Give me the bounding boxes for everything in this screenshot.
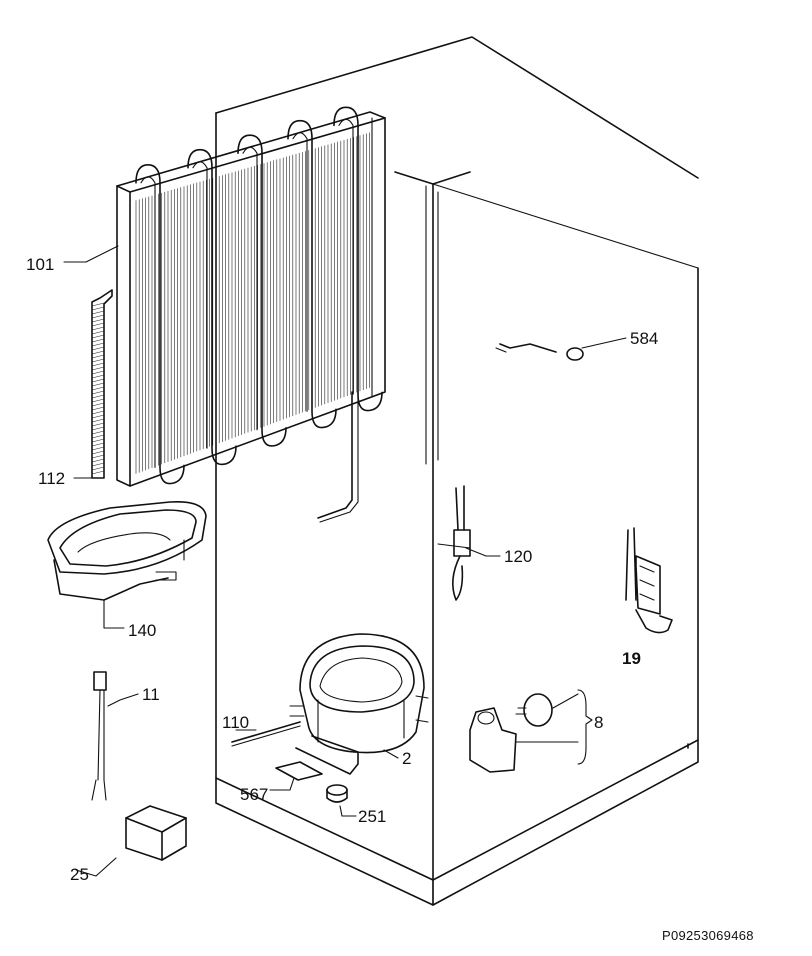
- power-cable-19: [625, 527, 673, 634]
- label-101: 101: [26, 255, 54, 274]
- label-584: 584: [630, 329, 658, 348]
- pipe-110: [231, 721, 301, 747]
- label-120: 120: [504, 547, 532, 566]
- label-251: 251: [358, 807, 386, 826]
- condenser-101: [116, 106, 386, 523]
- sensor-584: [495, 343, 584, 361]
- label-567: 567: [240, 785, 268, 804]
- starter-relay-8: [469, 693, 553, 773]
- label-2: 2: [402, 749, 411, 768]
- part-labels: 101 112 140 11 25 110 567 251 2 584 120 …: [26, 255, 658, 884]
- lamp-holder-11: [91, 671, 107, 801]
- label-140: 140: [128, 621, 156, 640]
- grommet-251: [326, 784, 348, 803]
- label-112: 112: [38, 469, 65, 488]
- compressor-2: [289, 633, 429, 775]
- label-8: 8: [594, 713, 603, 732]
- label-110: 110: [222, 713, 249, 732]
- label-11: 11: [142, 685, 160, 704]
- pipe-112: [91, 289, 113, 479]
- cabinet-body: [215, 36, 699, 906]
- label-25: 25: [70, 865, 89, 884]
- drawing-reference-number: P09253069468: [662, 928, 754, 943]
- bracket-567: [275, 761, 323, 781]
- sensor-120: [437, 485, 471, 601]
- drip-tray-140: [47, 500, 207, 601]
- leader-lines: [63, 245, 627, 877]
- label-19: 19: [622, 649, 641, 668]
- box-25: [125, 805, 187, 861]
